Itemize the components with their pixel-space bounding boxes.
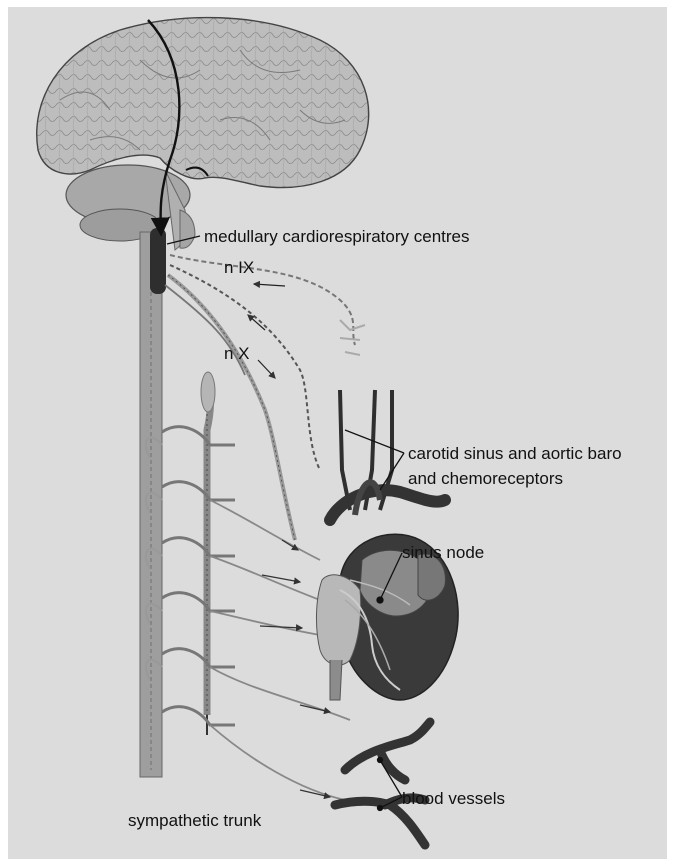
label-n-x: n X bbox=[224, 344, 250, 363]
carotid-branches bbox=[340, 320, 365, 355]
label-blood-vessels: blood vessels bbox=[402, 789, 505, 808]
brain-cerebellum-and-brainstem bbox=[66, 165, 195, 250]
spinal-rami bbox=[162, 427, 235, 725]
brain-cerebrum bbox=[37, 18, 369, 188]
blood-vessels bbox=[335, 722, 430, 845]
label-carotid-sinus: carotid sinus and aortic baro bbox=[408, 444, 622, 463]
sympathetic-fibre-arrows bbox=[260, 540, 330, 797]
label-medullary-centres: medullary cardiorespiratory centres bbox=[204, 227, 470, 246]
label-chemoreceptors: and chemoreceptors bbox=[408, 469, 563, 488]
cranial-nerve-arrows bbox=[248, 284, 285, 378]
label-sinus-node: sinus node bbox=[402, 543, 484, 562]
medullary-centre bbox=[150, 228, 166, 294]
leader-lines bbox=[167, 236, 404, 811]
label-n-ix: n IX bbox=[224, 258, 254, 277]
spinal-cord bbox=[140, 232, 162, 777]
label-sympathetic-trunk: sympathetic trunk bbox=[128, 811, 262, 830]
cranial-nerves bbox=[165, 255, 355, 540]
